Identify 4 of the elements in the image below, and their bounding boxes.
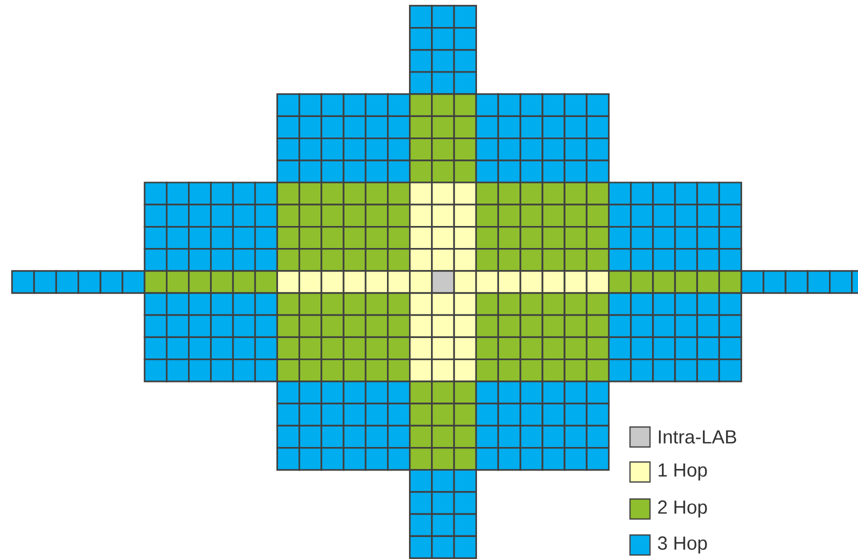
legend-label: 2 Hop (658, 500, 707, 518)
legend-label: Intra-LAB (658, 430, 736, 444)
legend-label: 1 Hop (658, 464, 707, 480)
legend-label: 3 Hop (658, 536, 707, 554)
